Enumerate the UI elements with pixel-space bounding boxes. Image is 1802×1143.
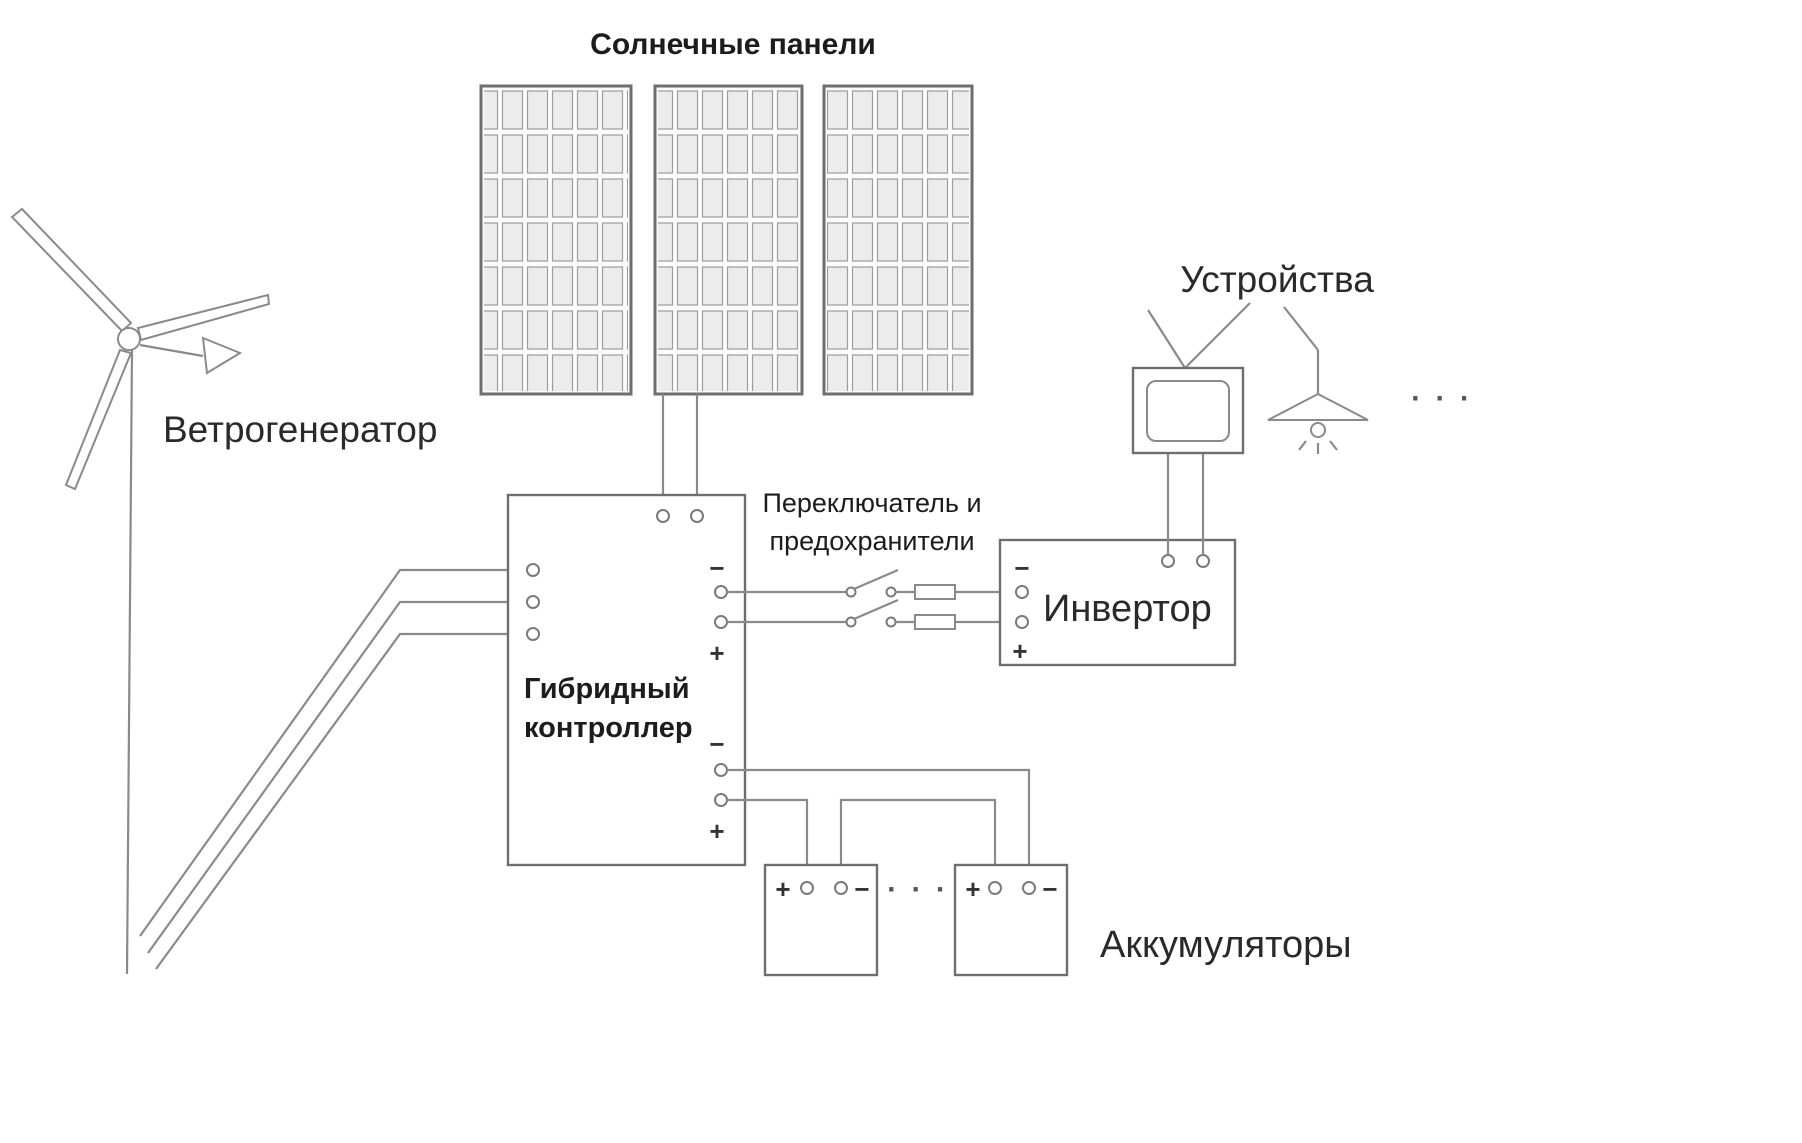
solar-panel-2 (653, 84, 804, 396)
solar-panel-cells (827, 89, 969, 391)
battery-wire-minus (727, 768, 1031, 881)
controller-bat-plus: + (709, 816, 724, 846)
inverter-dc-terminal (1015, 615, 1029, 629)
battery-2: + − (953, 863, 1069, 977)
inverter-ac-terminals (1161, 452, 1210, 568)
inverter-ac-terminal (1196, 554, 1210, 568)
dc-feed-line-2 (727, 598, 1016, 630)
controller-out-terminal (714, 585, 728, 599)
switch-blade (853, 568, 899, 591)
turbine-blade (64, 348, 133, 491)
turbine-tail-fin (201, 336, 243, 375)
fuse (914, 584, 956, 600)
solar-panel-1 (479, 84, 633, 396)
controller-wind-terminal (526, 563, 540, 577)
devices-ellipsis: · · · (1411, 382, 1473, 415)
controller-label-line2: контроллер (524, 712, 693, 744)
switch-contact (845, 586, 857, 598)
switch-fuses-label-line1: Переключатель и (762, 488, 981, 518)
battery-body (953, 863, 1069, 977)
inverter-box (998, 538, 1237, 667)
turbine-pole (125, 349, 134, 975)
wind-wire (147, 600, 527, 954)
switch-contact (885, 586, 897, 598)
lamp-shade (1267, 392, 1369, 421)
inverter-dc-terminal (1015, 585, 1029, 599)
turbine-hub (117, 327, 141, 351)
solar-panels-title: Солнечные панели (590, 28, 876, 61)
turbine-tail-boom (139, 343, 204, 358)
battery-wires (727, 768, 1031, 881)
dc-feed-line-1 (727, 568, 1016, 600)
controller-wind-terminal (526, 627, 540, 641)
tv-screen (1146, 380, 1230, 442)
pv-wires (661, 394, 699, 509)
controller-box (506, 493, 747, 867)
controller-bat-terminal (714, 763, 728, 777)
controller-inverter-terminals: − + (709, 553, 728, 668)
switch-contact (885, 616, 897, 628)
controller-label-line1: Гибридный (524, 673, 690, 705)
battery-wire-plus (727, 798, 809, 881)
controller-battery-terminals: − + (709, 729, 728, 846)
battery-terminal (800, 881, 814, 895)
switch-blade (853, 598, 899, 621)
lamp-bulb (1310, 422, 1326, 438)
solar-panel-3 (822, 84, 974, 396)
battery-body (763, 863, 879, 977)
controller-out-minus: − (709, 553, 724, 583)
battery-series-link (839, 798, 997, 881)
battery-terminal (834, 881, 848, 895)
inverter-label: Инвертор (1043, 588, 1212, 630)
wind-wire (139, 568, 527, 937)
wind-turbine (10, 207, 271, 975)
inverter-ac-terminal (1161, 554, 1175, 568)
batteries-label: Аккумуляторы (1100, 924, 1352, 966)
lamp (1267, 306, 1369, 454)
switch-fuses-label-line2: предохранители (769, 526, 974, 556)
tv-antenna (1184, 302, 1251, 369)
switch-contact (845, 616, 857, 628)
controller-out-terminal (714, 615, 728, 629)
battery-minus: − (1042, 874, 1057, 904)
controller-wind-terminals (526, 563, 540, 641)
controller-wind-terminal (526, 595, 540, 609)
battery-plus: + (775, 874, 790, 904)
battery-ellipsis: · · · (887, 873, 949, 906)
controller-pv-terminal (690, 509, 704, 523)
tv-antenna (1147, 309, 1186, 369)
wind-wires (139, 568, 527, 970)
solar-panel-cells (658, 89, 799, 391)
controller-pv-terminal (656, 509, 670, 523)
tv (1131, 302, 1251, 455)
battery-1: + − (763, 863, 879, 977)
battery-terminal (1022, 881, 1036, 895)
controller-pv-terminals (656, 509, 704, 523)
turbine-blade (10, 207, 133, 333)
fuse (914, 614, 956, 630)
lamp-pointer-line (1283, 306, 1319, 351)
battery-minus: − (854, 874, 869, 904)
controller-bat-terminal (714, 793, 728, 807)
inverter-plus: + (1012, 636, 1027, 666)
inverter-dc-terminals: − + (1012, 553, 1029, 666)
wind-wire (155, 632, 527, 970)
lamp-ray (1329, 440, 1338, 451)
controller-bat-minus: − (709, 729, 724, 759)
battery-plus: + (965, 874, 980, 904)
lamp-ray (1298, 440, 1307, 451)
wind-generator-label: Ветрогенератор (163, 409, 437, 450)
solar-panel-cells (484, 89, 628, 391)
controller-out-plus: + (709, 638, 724, 668)
turbine-blade (136, 293, 271, 342)
devices-label: Устройства (1180, 259, 1374, 300)
battery-terminal (988, 881, 1002, 895)
inverter-minus: − (1014, 553, 1029, 583)
